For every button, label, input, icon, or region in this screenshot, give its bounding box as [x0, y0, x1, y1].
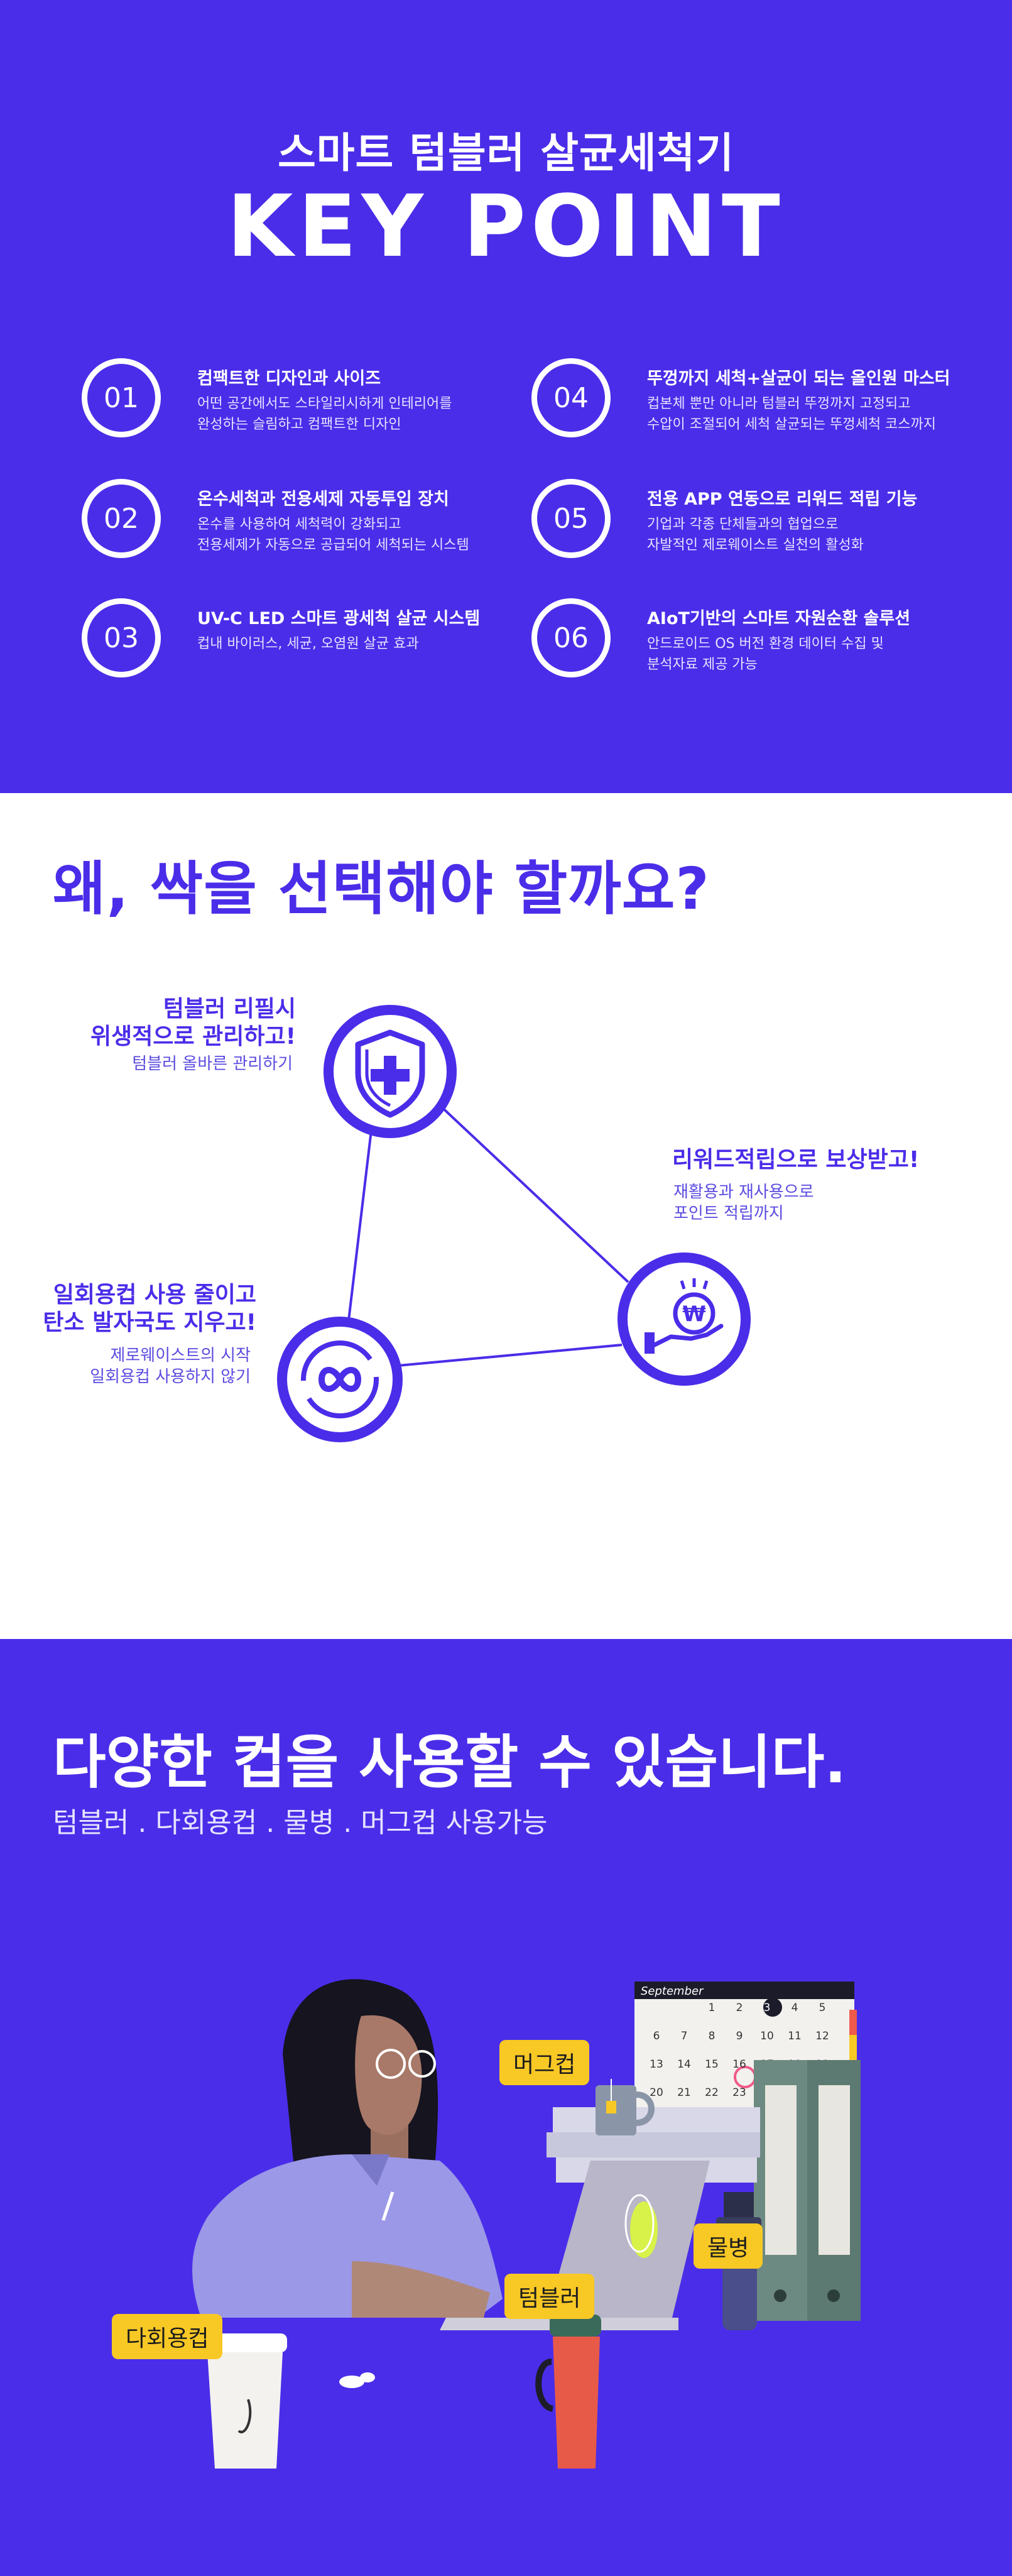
desk-illustration: September 123456789101112131415161718192…: [192, 1979, 861, 2469]
key-point-item-05: 05 전용 APP 연동으로 리워드 적립 기능 기업과 각종 단체들과의 협업…: [531, 479, 984, 573]
calendar-day: 5: [819, 2002, 826, 2014]
why-title: 왜, 싹을 선택해야 할까요?: [53, 855, 710, 923]
zero-waste-title-line: 탄소 발자국도 지우고!: [43, 1310, 256, 1335]
desc-line: 전용세제가 자동으로 공급되어 세척되는 시스템: [197, 537, 469, 553]
key-point-item-title: 온수세척과 전용세제 자동투입 장치: [197, 490, 449, 509]
calendar-day: 13: [650, 2058, 663, 2071]
tumbler-illustration: [535, 2315, 601, 2469]
desc-line: 안드로이드 OS 버전 환경 데이터 수집 및: [647, 636, 884, 652]
infinity-recycle-icon: [277, 1317, 403, 1442]
key-point-item-title: AIoT기반의 스마트 자원순환 솔루션: [647, 609, 911, 628]
desc-line: 수압이 조절되어 세척 살균되는 뚜껑세척 코스까지: [647, 417, 937, 432]
reward-desc-line: 재활용과 재사용으로: [673, 1183, 814, 1202]
calendar-day: 3: [764, 2002, 771, 2014]
hygiene-title-line: 텀블러 리필시: [163, 996, 296, 1022]
key-point-item-02: 02 온수세척과 전용세제 자동투입 장치 온수를 사용하여 세척력이 강화되고…: [82, 479, 534, 573]
desc-line: 자발적인 제로웨이스트 실천의 활성화: [647, 537, 864, 553]
key-point-item-title: 컴팩트한 디자인과 사이즈: [197, 369, 381, 388]
calendar-month: September: [641, 1985, 704, 1998]
key-point-item-03: 03 UV-C LED 스마트 광세척 살균 시스템 컵내 바이러스, 세균, …: [82, 598, 534, 693]
mug-illustration: [596, 2079, 655, 2135]
why-section: 왜, 싹을 선택해야 할까요? ₩: [0, 793, 1012, 1639]
hygiene-title: 텀블러 리필시 위생적으로 관리하고!: [90, 995, 296, 1051]
key-point-title: KEY POINT: [227, 177, 785, 277]
key-point-item-desc: 컵본체 뿐만 아니라 텀블러 뚜껑까지 고정되고 수압이 조절되어 세척 살균되…: [647, 393, 936, 435]
zero-waste-title-line: 일회용컵 사용 줄이고: [53, 1282, 256, 1308]
key-point-item-desc: 온수를 사용하여 세척력이 강화되고 전용세제가 자동으로 공급되어 세척되는 …: [197, 514, 469, 556]
key-point-item-title: 전용 APP 연동으로 리워드 적립 기능: [647, 490, 918, 509]
mug-label-bubble: 머그컵: [499, 2040, 590, 2085]
hand-coin-icon: ₩: [618, 1252, 751, 1386]
person-illustration: [192, 1979, 503, 2318]
calendar-day: 23: [732, 2086, 746, 2099]
cups-subtitle: 텀블러 . 다회용컵 . 물병 . 머그컵 사용가능: [53, 1807, 548, 1839]
desc-line: 컵본체 뿐만 아니라 텀블러 뚜껑까지 고정되고: [647, 396, 911, 412]
key-point-item-title: 뚜껑까지 세척+살균이 되는 올인원 마스터: [647, 369, 950, 388]
desc-line: 완성하는 슬림하고 컴팩트한 디자인: [197, 417, 401, 432]
zero-waste-desc-line: 일회용컵 사용하지 않기: [90, 1367, 251, 1386]
number-circle: 01: [82, 358, 161, 437]
shield-plus-icon: [324, 1005, 457, 1138]
reusable-cup-label-bubble: 다회용컵: [112, 2314, 223, 2359]
binder-illustration: [754, 2060, 861, 2321]
key-point-item-04: 04 뚜껑까지 세척+살균이 되는 올인원 마스터 컵본체 뿐만 아니라 텀블러…: [531, 358, 984, 452]
calendar-day: 4: [792, 2002, 798, 2014]
calendar-day: 14: [677, 2058, 691, 2071]
key-point-item-desc: 컵내 바이러스, 세균, 오염원 살균 효과: [197, 633, 419, 654]
desc-line: 어떤 공간에서도 스타일리시하게 인테리어를: [197, 396, 452, 412]
calendar-day: 16: [732, 2058, 746, 2071]
key-point-item-desc: 기업과 각종 단체들과의 협업으로 자발적인 제로웨이스트 실천의 활성화: [647, 514, 864, 556]
calendar-day: 7: [681, 2030, 688, 2042]
key-point-item-desc: 어떤 공간에서도 스타일리시하게 인테리어를 완성하는 슬림하고 컴팩트한 디자…: [197, 393, 452, 435]
key-point-item-title: UV-C LED 스마트 광세척 살균 시스템: [197, 609, 481, 628]
desc-line: 분석자료 제공 가능: [647, 657, 758, 672]
bottle-label-bubble: 물병: [694, 2223, 763, 2269]
reward-desc-line: 포인트 적립까지: [673, 1204, 784, 1223]
reusable-cup-illustration: [202, 2333, 287, 2469]
calendar-day: 9: [736, 2030, 743, 2042]
reward-title: 리워드적립으로 보상받고!: [672, 1147, 920, 1173]
calendar-day: 20: [650, 2086, 663, 2099]
zero-waste-title: 일회용컵 사용 줄이고 탄소 발자국도 지우고!: [43, 1281, 256, 1337]
calendar-day: 22: [705, 2086, 719, 2099]
key-point-item-desc: 안드로이드 OS 버전 환경 데이터 수집 및 분석자료 제공 가능: [647, 633, 884, 675]
benefit-network-diagram: ₩: [277, 1005, 751, 1442]
desc-line: 기업과 각종 단체들과의 협업으로: [647, 517, 839, 532]
calendar-day: 1: [709, 2002, 715, 2014]
number-circle: 06: [531, 598, 611, 677]
number-circle: 02: [82, 479, 161, 558]
cups-title: 다양한 컵을 사용할 수 있습니다.: [53, 1729, 847, 1796]
tumbler-label-bubble: 텀블러: [504, 2274, 595, 2319]
desc-line: 온수를 사용하여 세척력이 강화되고: [197, 517, 401, 532]
desc-line: 컵내 바이러스, 세균, 오염원 살균 효과: [197, 636, 419, 652]
hygiene-desc: 텀블러 올바른 관리하기: [132, 1055, 293, 1073]
key-point-section: 스마트 텀블러 살균세척기 KEY POINT 01 컴팩트한 디자인과 사이즈…: [0, 0, 1012, 793]
calendar-day: 6: [653, 2030, 660, 2042]
number-circle: 03: [82, 598, 161, 677]
cups-section: 다양한 컵을 사용할 수 있습니다. 텀블러 . 다회용컵 . 물병 . 머그컵…: [0, 1639, 1012, 2576]
calendar-day: 8: [709, 2030, 715, 2042]
zero-waste-desc-line: 제로웨이스트의 시작: [110, 1346, 251, 1365]
number-circle: 05: [531, 479, 611, 558]
hygiene-title-line: 위생적으로 관리하고!: [90, 1024, 296, 1050]
calendar-day: 12: [815, 2030, 829, 2042]
calendar-filled-marker: [763, 1998, 782, 2017]
calendar-day: 2: [736, 2002, 743, 2014]
calendar-day: 11: [788, 2030, 802, 2042]
calendar-day: 21: [677, 2086, 691, 2099]
reward-desc: 재활용과 재사용으로 포인트 적립까지: [673, 1181, 814, 1224]
key-point-item-06: 06 AIoT기반의 스마트 자원순환 솔루션 안드로이드 OS 버전 환경 데…: [531, 598, 984, 693]
zero-waste-desc: 제로웨이스트의 시작 일회용컵 사용하지 않기: [90, 1345, 251, 1388]
number-circle: 04: [531, 358, 611, 437]
calendar-day: 15: [705, 2058, 719, 2071]
coin-symbol: ₩: [682, 1302, 706, 1327]
key-point-item-01: 01 컴팩트한 디자인과 사이즈 어떤 공간에서도 스타일리시하게 인테리어를 …: [82, 358, 534, 452]
earbuds-illustration: [339, 2372, 375, 2388]
calendar-day: 10: [760, 2030, 774, 2042]
key-point-subtitle: 스마트 텀블러 살균세척기: [278, 129, 734, 177]
